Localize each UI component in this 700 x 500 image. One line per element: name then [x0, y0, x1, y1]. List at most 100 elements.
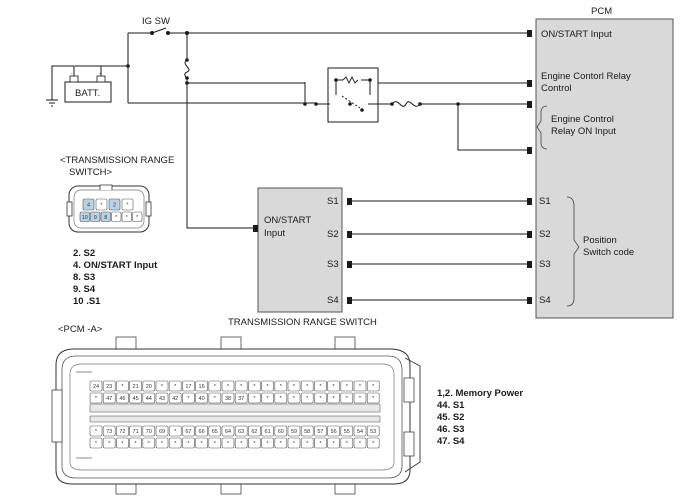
pcm-connector-pin	[182, 380, 195, 392]
pcm-connector-pin-label: 72	[119, 429, 125, 435]
pcm-connector-pin	[300, 425, 314, 437]
pcm-connector-pin-label: 54	[357, 429, 363, 435]
pcm-connector-pin	[287, 437, 301, 449]
pcm-connector-pin-label: *	[253, 396, 256, 402]
pcm-connector-pin	[366, 437, 380, 449]
pcm-connector-pin	[155, 425, 169, 437]
pcm-pin-item: 45. S2	[437, 412, 464, 423]
pcm-connector-pin	[248, 425, 261, 437]
pcm-connector-pin-label: *	[346, 396, 349, 402]
trs-connector-pin-label: 10	[82, 215, 88, 221]
pcm-connector-pin	[208, 425, 222, 437]
pcm-connector-pin	[116, 437, 129, 449]
pcm-connector-pin	[261, 437, 274, 449]
pcm-connector-pin	[116, 392, 129, 404]
trs-connector-pin-label: 2	[113, 203, 116, 209]
pcm-connector-pin	[327, 392, 340, 404]
pcm-connector-pin	[234, 380, 248, 392]
pcm-connector-pin	[340, 437, 354, 449]
pcm-connector-pin	[195, 380, 208, 392]
engine-control-relay-icon	[303, 67, 380, 123]
trs-caption: TRANSMISSION RANGE SWITCH	[228, 317, 377, 328]
pcm-connector-pin	[182, 437, 195, 449]
trs-pins	[253, 198, 352, 304]
pcm-connector-pin-label: 45	[133, 396, 139, 402]
pcm-connector-pin	[248, 380, 261, 392]
pcm-connector-pin-label: *	[267, 384, 270, 390]
pcm-connector-pin	[353, 425, 367, 437]
pcm-connector-pin-label: *	[372, 396, 375, 402]
trs-pin-item: 2. S2	[73, 248, 95, 259]
pcm-connector-pin-label: *	[201, 441, 204, 447]
pcm-connector-pin-label: *	[214, 441, 217, 447]
pcm-connector-pin-label: *	[187, 396, 190, 402]
pcm-connector-pin	[234, 392, 248, 404]
pcm-connector-pin-label: *	[161, 384, 164, 390]
pcm-connector-pin-label: *	[280, 441, 283, 447]
pcm-connector-pin-label: *	[333, 396, 336, 402]
pcm-connector-pin	[353, 392, 367, 404]
pcm-connector-pin	[142, 392, 156, 404]
pcm-connector-pin-label: 43	[159, 396, 165, 402]
pcm-connector-pin-label: *	[267, 441, 270, 447]
pcm-connector-pin-label: *	[293, 396, 296, 402]
pcm-connector-pin-label: 57	[317, 429, 323, 435]
pcm-ecr-on-line2: Relay ON Input	[551, 126, 616, 137]
pcm-pin-item: 47. S4	[437, 436, 465, 447]
pcm-connector-pin-label: *	[333, 384, 336, 390]
pcm-connector-pin	[221, 425, 235, 437]
pcm-connector-pin-label: *	[306, 384, 309, 390]
pcm-connector-pin-label: *	[359, 441, 362, 447]
pcm-connector-pin	[274, 392, 288, 404]
pcm-pin-list: 1,2. Memory Power 44. S1 45. S2 46. S3 4…	[437, 388, 523, 447]
pcm-connector-pin	[195, 437, 208, 449]
trs-pin-item: 9. S4	[73, 284, 96, 295]
pcm-connector-pin	[221, 392, 235, 404]
pcm-connector-pin-label: *	[346, 384, 349, 390]
pcm-connector-pin	[89, 380, 103, 392]
pcm-connector-pin	[300, 437, 314, 449]
pcm-connector-pin-label: *	[121, 441, 124, 447]
battery-icon	[46, 65, 112, 107]
ignition-switch-icon	[126, 27, 189, 68]
trs-connector-pin-label: 4	[87, 203, 90, 209]
pcm-connector-pin-label: 42	[172, 396, 178, 402]
pcm-connector-pin-label: *	[95, 441, 98, 447]
pcm-connector-pin-label: 24	[93, 384, 99, 390]
pcm-connector-pin	[89, 425, 103, 437]
pcm-connector-pin	[340, 380, 354, 392]
pcm-connector-pin	[300, 392, 314, 404]
pcm-connector-pin-label: *	[372, 441, 375, 447]
trs-s1-label: S1	[327, 196, 339, 207]
pcm-connector-pin-label: *	[372, 384, 375, 390]
pcm-connector-pin-label: 59	[291, 429, 297, 435]
pcm-connector-pin	[155, 392, 169, 404]
pcm-connector-pin	[168, 437, 182, 449]
pcm-box	[535, 18, 674, 319]
pcm-connector-pin	[261, 380, 274, 392]
pcm-connector-pin-label: 38	[225, 396, 231, 402]
trs-connector-pin-label: 8	[104, 215, 107, 221]
pcm-connector-pin	[261, 425, 274, 437]
pcm-connector-pin-label: *	[174, 384, 177, 390]
pcm-connector-pin-label: 69	[159, 429, 165, 435]
pcm-connector-pin-label: *	[108, 441, 111, 447]
trs-box	[257, 187, 343, 313]
pcm-connector-pin	[195, 392, 208, 404]
pcm-connector-pin	[142, 437, 156, 449]
pcm-connector-pin-label: 53	[370, 429, 376, 435]
pcm-connector-pin	[129, 425, 142, 437]
pcm-pin-item: 46. S3	[437, 424, 464, 435]
pcm-connector-pin-label: *	[267, 396, 270, 402]
pcm-connector-pin-label: *	[240, 384, 243, 390]
pcm-connector-pin	[102, 425, 116, 437]
pcm-title: PCM	[591, 6, 612, 17]
pcm-connector-pin-label: 60	[278, 429, 284, 435]
pcm-connector-pin-label: 56	[331, 429, 337, 435]
pcm-connector-pin	[208, 392, 222, 404]
pcm-connector-pin	[340, 392, 354, 404]
pcm-connector-pin-label: 47	[106, 396, 112, 402]
trs-connector-pin-label: *	[100, 203, 103, 209]
